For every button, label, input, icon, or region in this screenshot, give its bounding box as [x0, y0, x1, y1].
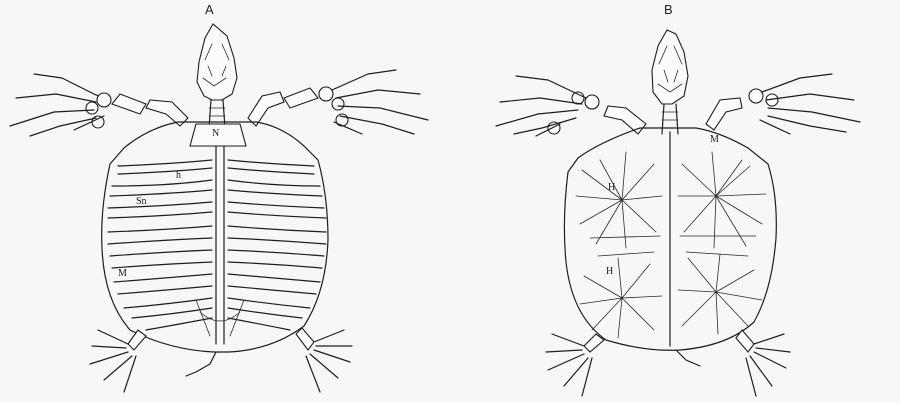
- figure-a: A: [0, 0, 450, 402]
- carapace: N h Sn M: [102, 122, 328, 352]
- right-forelimb: [248, 70, 428, 134]
- label-m: M: [118, 268, 127, 279]
- label-h: h: [176, 170, 181, 181]
- label-n: N: [212, 128, 219, 139]
- left-hindlimb: [90, 330, 146, 392]
- left-hindlimb: [546, 334, 604, 396]
- skull: [197, 24, 237, 100]
- label-sn: Sn: [136, 196, 147, 207]
- label-m: M: [710, 134, 719, 145]
- turtle-skeleton-dorsal: N h Sn M: [0, 0, 450, 402]
- tail: [676, 350, 700, 366]
- skull: [652, 30, 688, 104]
- label-h: H: [608, 182, 615, 193]
- right-forelimb: [706, 74, 860, 134]
- turtle-skeleton-ventral: H M H: [450, 0, 900, 402]
- label-hy: H: [606, 266, 613, 277]
- left-forelimb: [496, 76, 646, 136]
- figure-b: B: [450, 0, 900, 402]
- right-hindlimb: [736, 330, 790, 396]
- neck: [662, 104, 678, 134]
- tail: [186, 352, 216, 376]
- plastron: H M H: [564, 128, 776, 350]
- right-hindlimb: [296, 328, 352, 392]
